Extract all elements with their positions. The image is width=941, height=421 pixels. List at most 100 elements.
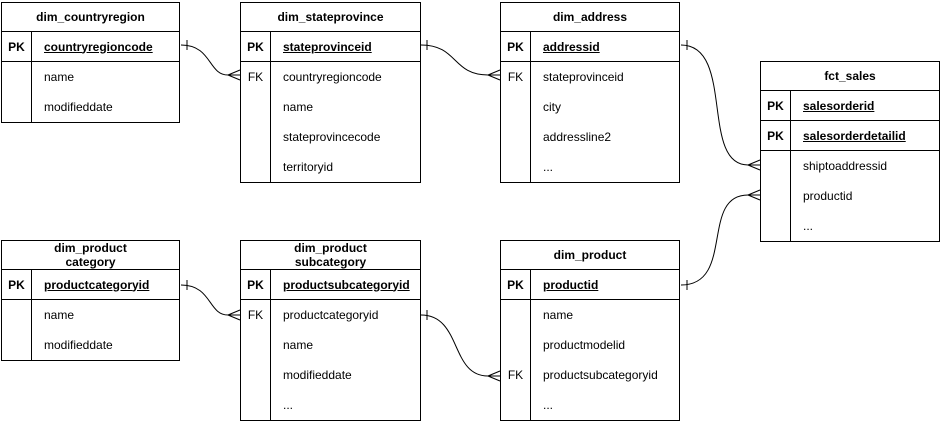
field-name: name	[543, 308, 574, 322]
key-label: PK	[241, 270, 271, 299]
key-label: PK	[761, 121, 791, 150]
field-name: productcategoryid	[283, 308, 379, 322]
table-row: PK productid	[501, 270, 679, 300]
field-name: ...	[803, 219, 814, 233]
table-row: stateprovincecode	[241, 122, 420, 152]
key-label	[241, 390, 271, 420]
field-name: countryregioncode	[44, 39, 153, 54]
table-row: name	[501, 300, 679, 330]
field-name: countryregioncode	[283, 70, 382, 84]
table-row: FK stateprovinceid	[501, 62, 679, 92]
table-fct-sales[interactable]: fct_sales PK salesorderid PK salesorderd…	[760, 61, 940, 242]
key-label	[241, 330, 271, 360]
relation-product-fctsales[interactable]	[680, 189, 761, 290]
table-row: FK productsubcategoryid	[501, 360, 679, 390]
field-name: productsubcategoryid	[543, 368, 658, 382]
key-label	[2, 330, 32, 360]
key-label: PK	[2, 32, 32, 61]
key-label: FK	[241, 62, 271, 92]
key-label: PK	[241, 32, 271, 61]
field-name: stateprovinceid	[283, 39, 372, 54]
table-title: dim_product	[501, 241, 679, 270]
key-label	[241, 360, 271, 390]
table-row: addressline2	[501, 122, 679, 152]
field-name: productsubcategoryid	[283, 277, 410, 292]
table-row: productid	[761, 181, 939, 211]
table-row: PK stateprovinceid	[241, 32, 420, 62]
table-title: fct_sales	[761, 62, 939, 91]
field-name: addressid	[543, 39, 600, 54]
relation-line	[680, 44, 749, 166]
key-label	[501, 390, 531, 420]
key-label	[761, 151, 791, 181]
table-row: territoryid	[241, 152, 420, 182]
table-title: dim_stateprovince	[241, 3, 420, 32]
field-name: productid	[543, 277, 599, 292]
relation-productsubcategory-product[interactable]	[420, 310, 501, 382]
table-dim-productsubcategory[interactable]: dim_product subcategory PK productsubcat…	[240, 240, 421, 421]
key-label: PK	[2, 270, 32, 299]
field-name: ...	[543, 160, 554, 174]
table-row: modifieddate	[241, 360, 420, 390]
crows-foot-icon	[227, 309, 241, 321]
key-label: FK	[501, 360, 531, 390]
field-name: name	[283, 338, 314, 352]
key-label: FK	[501, 62, 531, 92]
relation-line	[680, 194, 749, 286]
relation-line	[180, 284, 229, 316]
table-row: PK productcategoryid	[2, 270, 179, 300]
key-label: PK	[761, 91, 791, 120]
table-dim-product[interactable]: dim_product PK productid name productmod…	[500, 240, 680, 421]
table-title: dim_product subcategory	[241, 241, 420, 270]
table-row: name	[241, 330, 420, 360]
crows-foot-icon	[487, 69, 501, 81]
key-label	[501, 300, 531, 330]
field-name: productcategoryid	[44, 277, 150, 292]
key-label	[761, 211, 791, 241]
table-row: PK salesorderdetailid	[761, 121, 939, 151]
relation-productcategory-productsubcategory[interactable]	[180, 280, 241, 321]
table-title: dim_product category	[2, 241, 179, 270]
table-row: ...	[501, 390, 679, 420]
field-name: salesorderdetailid	[803, 128, 906, 143]
table-dim-productcategory[interactable]: dim_product category PK productcategoryi…	[1, 240, 180, 361]
field-name: modifieddate	[44, 100, 113, 114]
table-dim-countryregion[interactable]: dim_countryregion PK countryregioncode n…	[1, 2, 180, 123]
table-dim-address[interactable]: dim_address PK addressid FK stateprovinc…	[500, 2, 680, 183]
key-label	[501, 330, 531, 360]
table-row: city	[501, 92, 679, 122]
table-row: ...	[501, 152, 679, 182]
table-row: productmodelid	[501, 330, 679, 360]
key-label: PK	[501, 32, 531, 61]
table-row: modifieddate	[2, 92, 179, 122]
crows-foot-icon	[747, 189, 761, 201]
table-row: PK productsubcategoryid	[241, 270, 420, 300]
relation-stateprovince-address[interactable]	[420, 40, 501, 81]
table-dim-stateprovince[interactable]: dim_stateprovince PK stateprovinceid FK …	[240, 2, 421, 183]
table-row: ...	[241, 390, 420, 420]
key-label	[241, 122, 271, 152]
relation-address-fctsales[interactable]	[680, 40, 761, 171]
key-label	[761, 181, 791, 211]
field-name: city	[543, 100, 561, 114]
relation-countryregion-stateprovince[interactable]	[180, 40, 241, 81]
table-row: PK countryregioncode	[2, 32, 179, 62]
field-name: salesorderid	[803, 98, 875, 113]
table-row: PK salesorderid	[761, 91, 939, 121]
key-label: FK	[241, 300, 271, 330]
table-row: FK countryregioncode	[241, 62, 420, 92]
key-label	[501, 92, 531, 122]
table-title: dim_countryregion	[2, 3, 179, 32]
key-label: PK	[501, 270, 531, 299]
field-name: productid	[803, 189, 853, 203]
relation-line	[180, 44, 229, 76]
key-label	[241, 152, 271, 182]
field-name: stateprovincecode	[283, 130, 381, 144]
relation-line	[420, 314, 489, 377]
key-label	[501, 122, 531, 152]
key-label	[2, 300, 32, 330]
field-name: name	[283, 100, 314, 114]
field-name: name	[44, 70, 75, 84]
